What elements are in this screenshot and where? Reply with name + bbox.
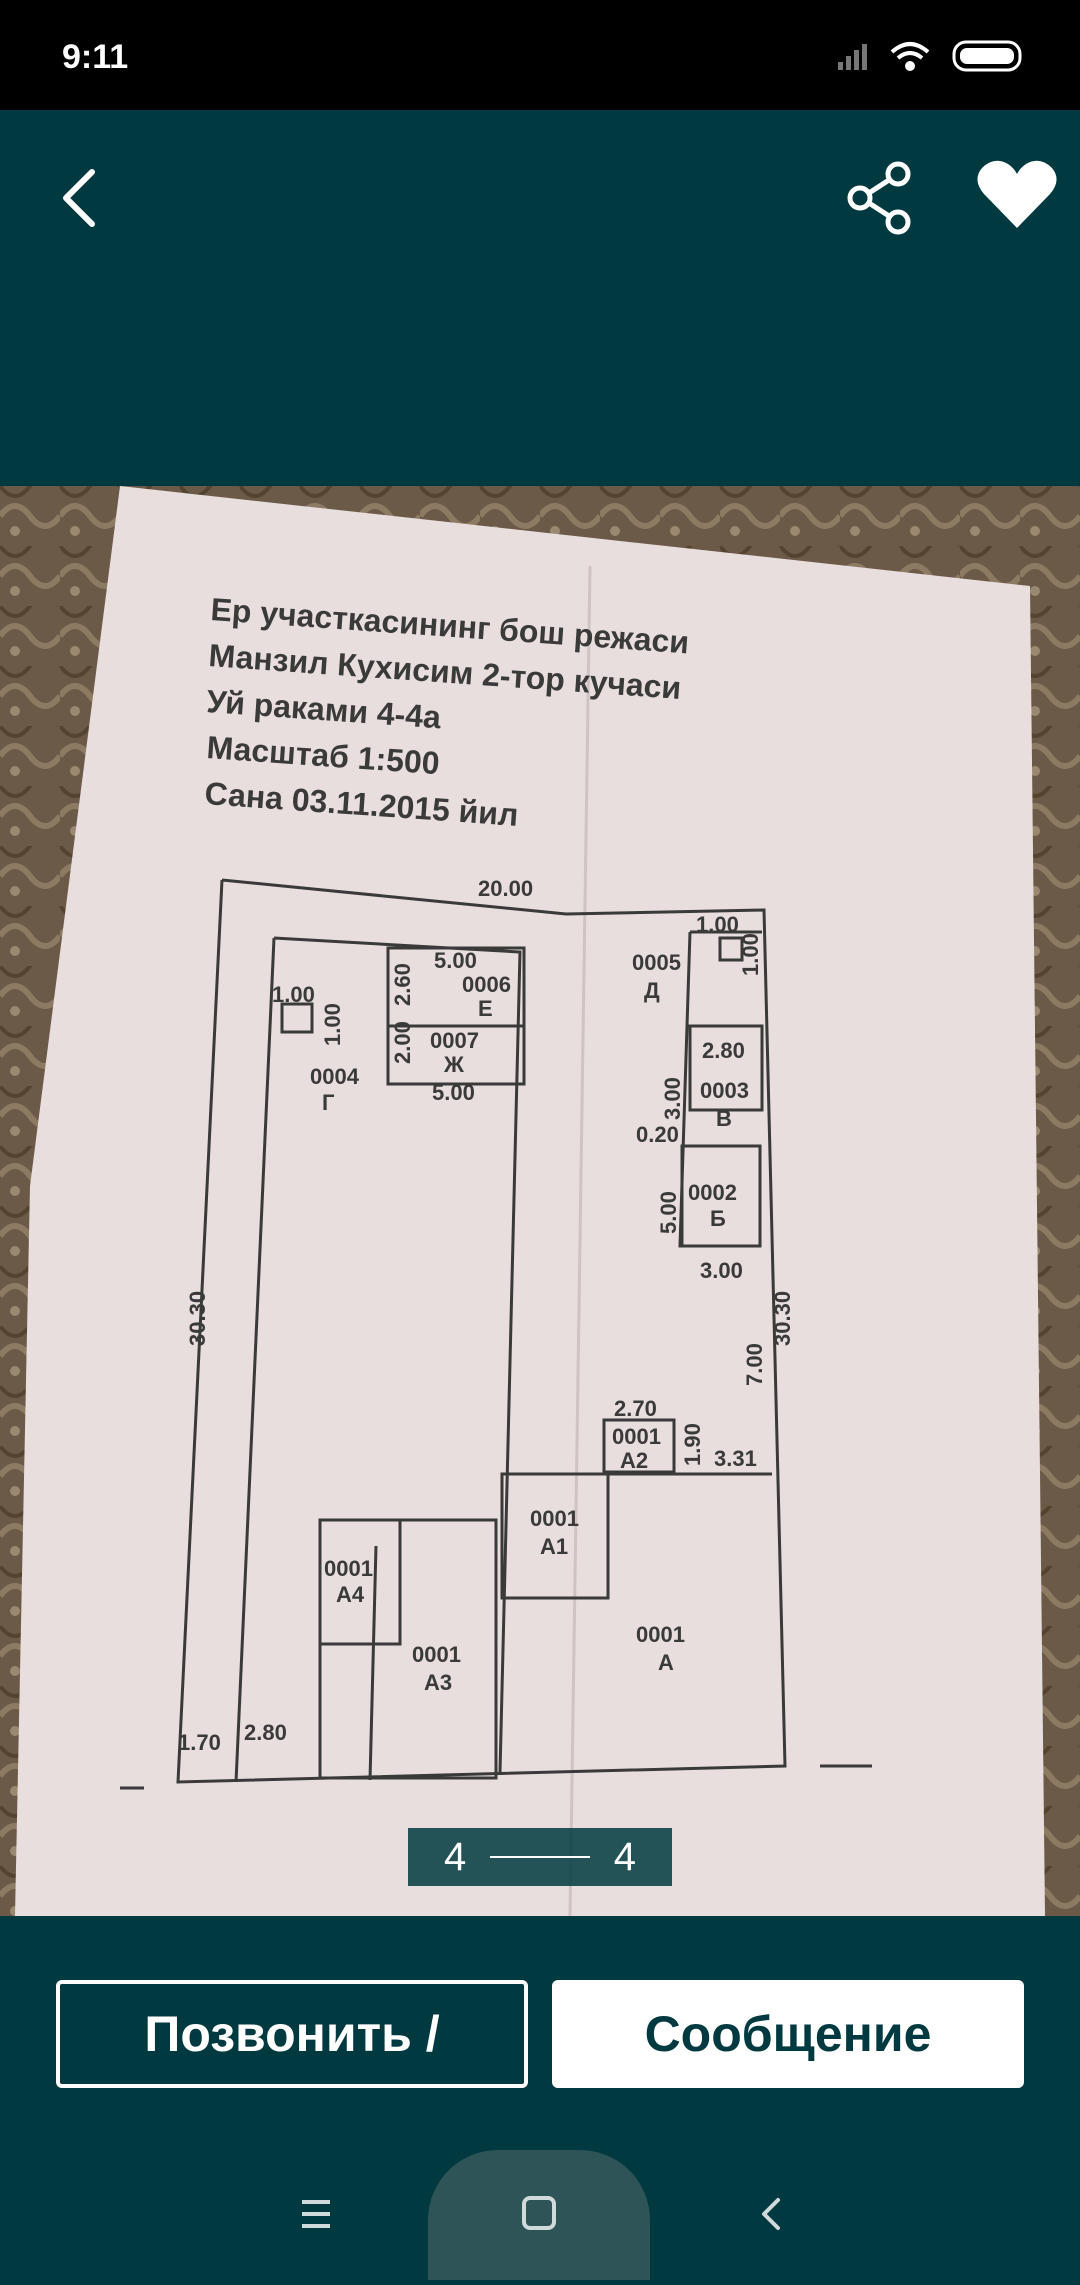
bl-dim-1: 1.70 (178, 1730, 221, 1755)
zh-dim-bottom: 5.00 (432, 1080, 475, 1105)
g-letter: Г (322, 1090, 335, 1115)
dim-right: 30.30 (770, 1291, 795, 1346)
a2-code: 0001 (612, 1424, 661, 1449)
home-square-icon (522, 2196, 556, 2230)
e-dim-top: 5.00 (434, 948, 477, 973)
battery-icon (952, 40, 1022, 72)
e-code: 0006 (462, 972, 511, 997)
a2-dim-right: 3.31 (714, 1446, 757, 1471)
status-time: 9:11 (62, 38, 129, 76)
a2-letter: А2 (620, 1448, 648, 1473)
a-letter: А (658, 1650, 674, 1675)
d-code: 0005 (632, 950, 681, 975)
pager-current: 4 (444, 1834, 467, 1879)
a3-letter: А3 (424, 1670, 452, 1695)
toolbar (0, 110, 1080, 486)
a4-code: 0001 (324, 1556, 373, 1581)
zh-letter: Ж (443, 1052, 464, 1077)
menu-icon[interactable] (296, 2194, 336, 2234)
g-dim-top: 1.00 (272, 982, 315, 1007)
v-dim-top: 2.80 (702, 1038, 745, 1063)
call-button[interactable]: Позвонить / (56, 1980, 528, 2088)
site-plan (120, 878, 872, 1790)
system-nav-bar (0, 2150, 1080, 2280)
zh-dim-side: 2.00 (390, 1021, 415, 1064)
bl-dim-2: 2.80 (244, 1720, 287, 1745)
b-dim-bottom: 3.00 (700, 1258, 743, 1283)
d-dim-top: 1.00 (696, 912, 739, 937)
d-letter: Д (644, 978, 660, 1003)
v-letter: В (716, 1106, 732, 1131)
status-bar: 9:11 (0, 0, 1080, 110)
nav-home-button[interactable] (428, 2150, 650, 2280)
a2-dim-side: 1.90 (680, 1423, 705, 1466)
pager-divider (490, 1856, 590, 1858)
a1-letter: А1 (540, 1534, 568, 1559)
v-code: 0003 (700, 1078, 749, 1103)
listing-photo[interactable]: Ер участкасининг бош режаси Манзил Кухис… (0, 486, 1080, 1916)
back-arrow-icon[interactable] (48, 150, 128, 240)
a1-code: 0001 (530, 1506, 579, 1531)
e-dim-side: 2.60 (390, 963, 415, 1006)
d-dim-side: 1.00 (738, 933, 763, 976)
nav-back-icon[interactable] (752, 2194, 792, 2234)
e-letter: Е (478, 996, 493, 1021)
action-bar: Позвонить / Сообщение (0, 1916, 1080, 2280)
message-button[interactable]: Сообщение (552, 1980, 1024, 2088)
b-dim-side: 5.00 (656, 1191, 681, 1234)
dim-left: 30.30 (185, 1291, 210, 1346)
b-code: 0002 (688, 1180, 737, 1205)
a-code: 0001 (636, 1622, 685, 1647)
dim-top: 20.00 (478, 876, 533, 901)
gap-dim: 0.20 (636, 1122, 679, 1147)
status-icons (834, 36, 1034, 76)
share-icon[interactable] (840, 150, 920, 240)
gap2-dim: 7.00 (742, 1343, 767, 1386)
pager-total: 4 (613, 1834, 636, 1879)
heart-icon[interactable] (972, 150, 1062, 240)
a3-code: 0001 (412, 1642, 461, 1667)
signal-icon (838, 44, 867, 70)
b-letter: Б (710, 1206, 726, 1231)
v-dim-side: 3.00 (660, 1077, 685, 1120)
g-dim-side: 1.00 (320, 1003, 345, 1046)
paper-fold (568, 565, 592, 1916)
g-code: 0004 (310, 1064, 360, 1089)
wifi-icon (890, 42, 930, 71)
zh-code: 0007 (430, 1028, 479, 1053)
paper-sheet (15, 486, 1045, 1916)
a2-dim-top: 2.70 (614, 1396, 657, 1421)
photo-pager: 4 4 (408, 1828, 672, 1886)
a4-letter: А4 (336, 1582, 365, 1607)
